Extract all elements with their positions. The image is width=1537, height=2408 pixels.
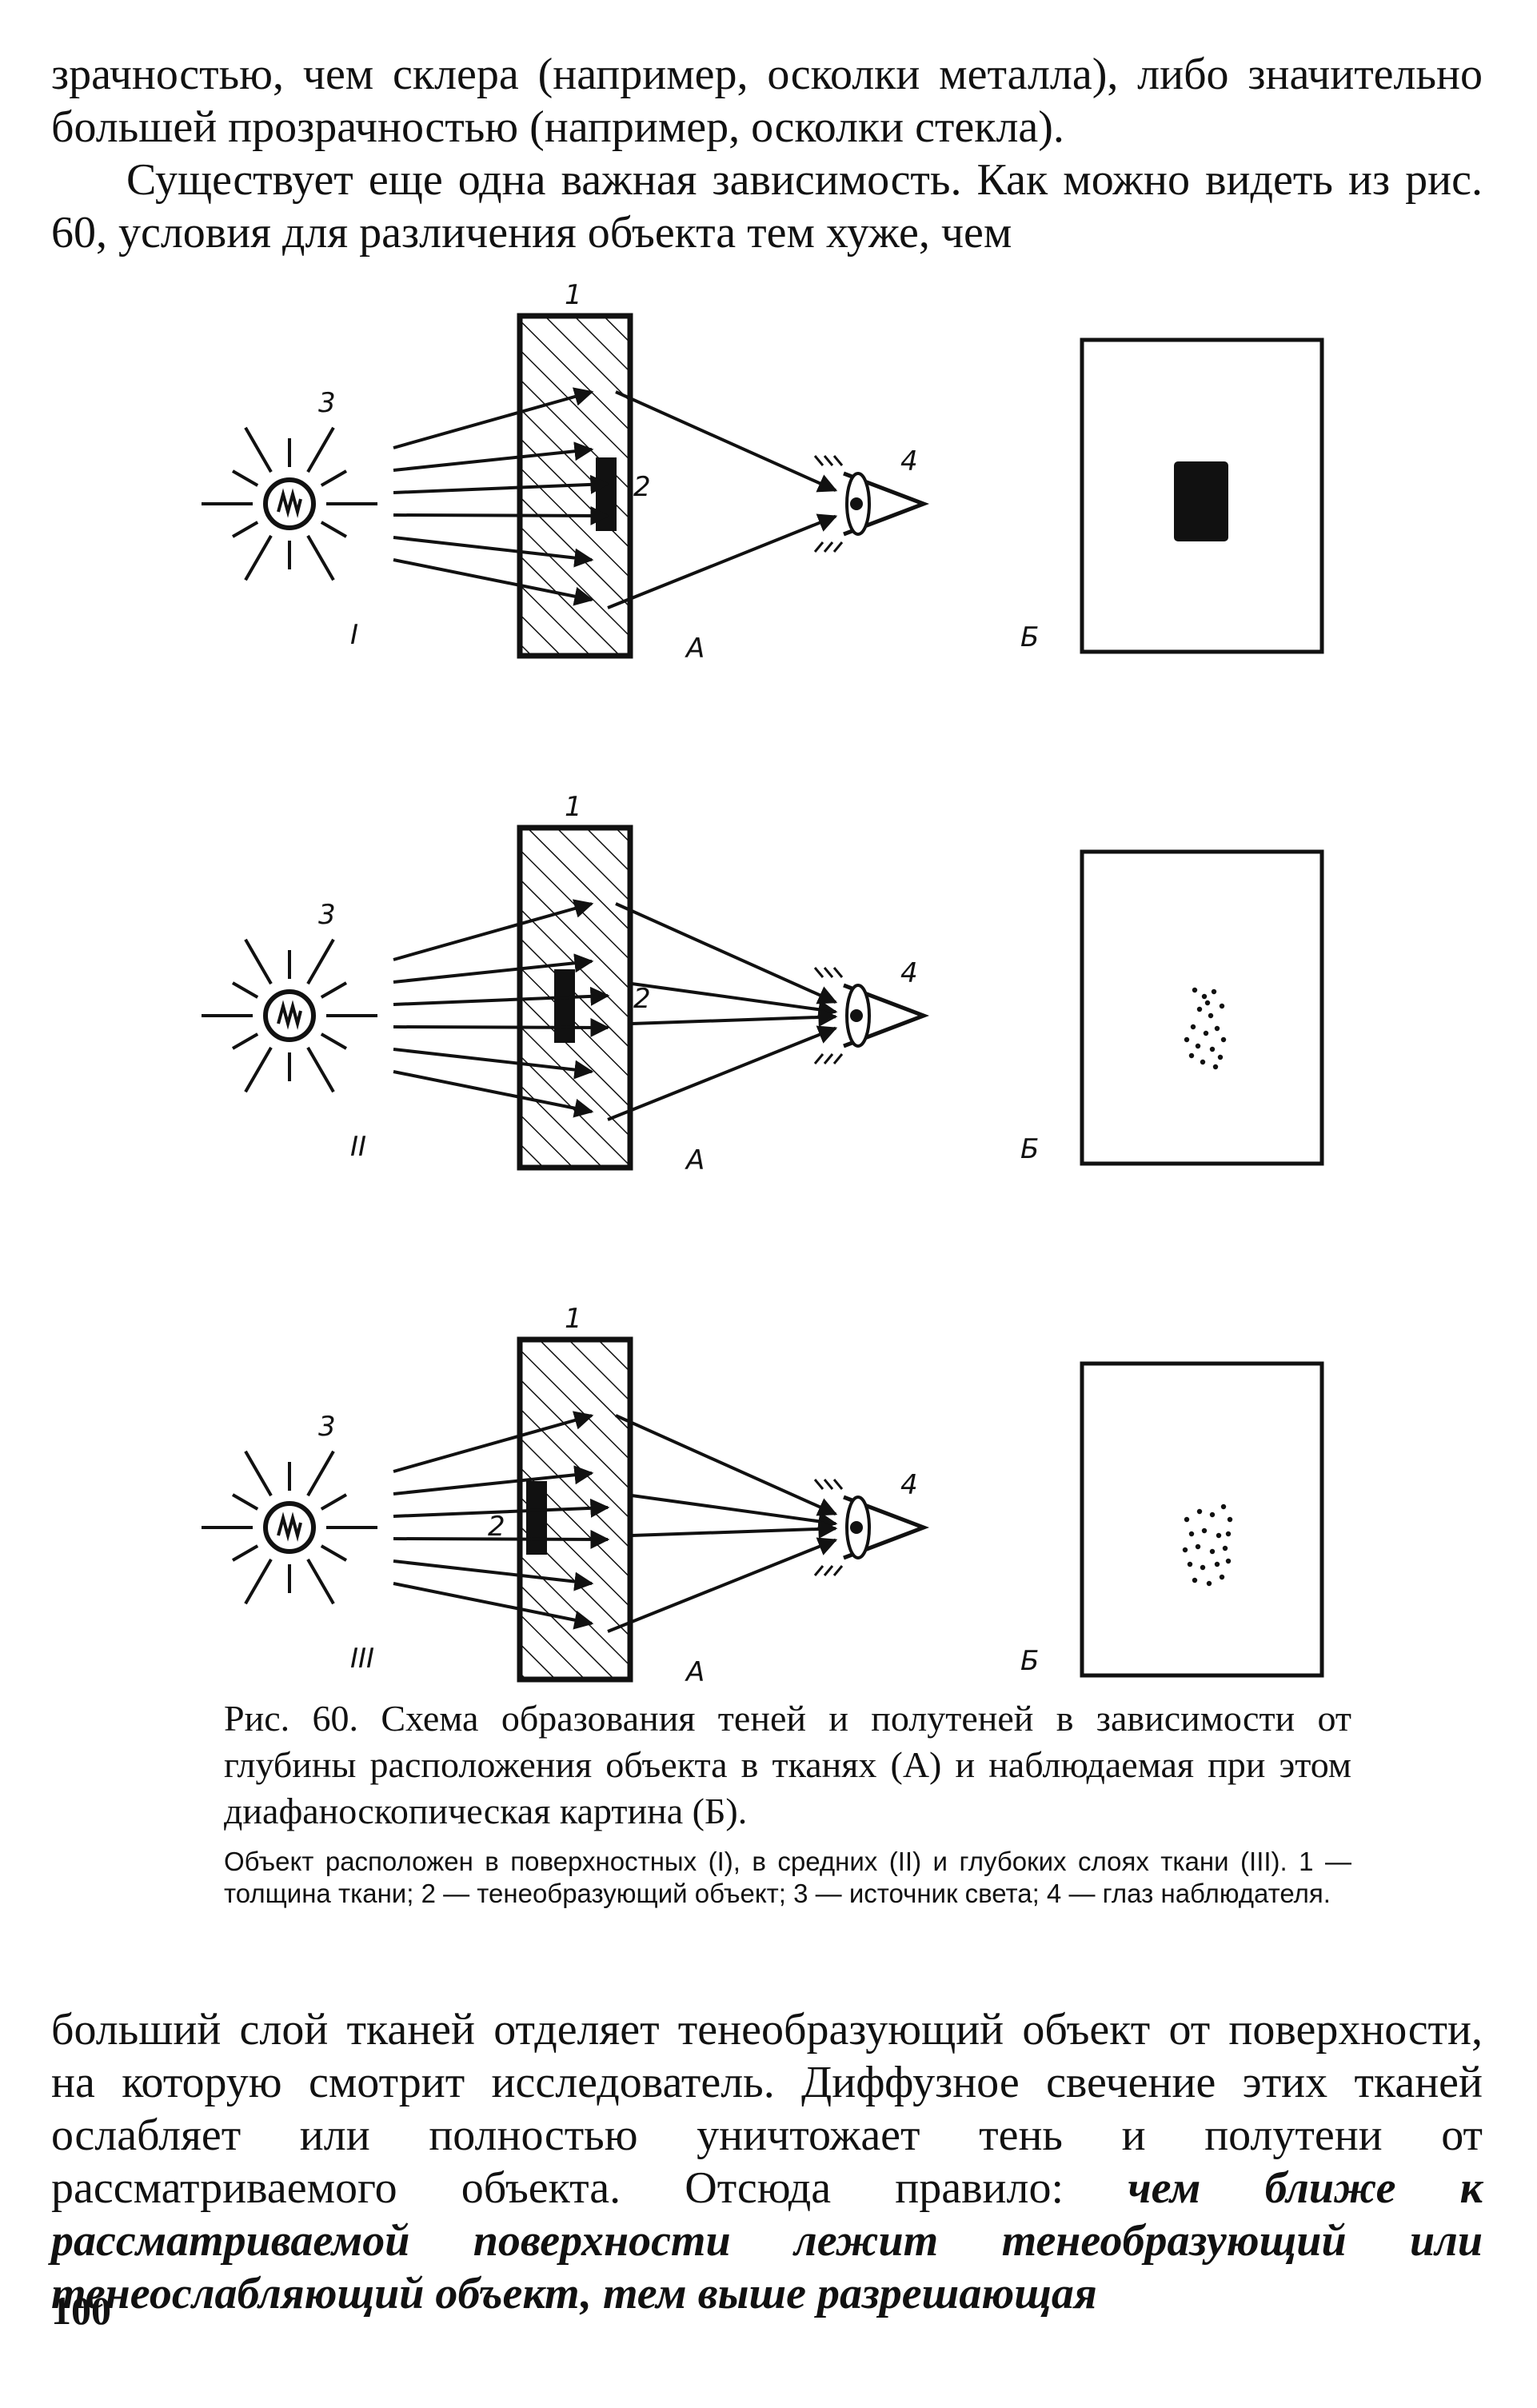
label-source: 3	[318, 387, 336, 419]
shadow-object	[596, 457, 617, 531]
diaphanoscopy-screen	[1080, 1361, 1324, 1678]
diaphanoscopy-screen	[1080, 849, 1324, 1166]
label-object: 2	[633, 471, 651, 503]
figure-row-1: 1 3 2 4А Б I	[202, 279, 1324, 665]
light-ray	[393, 1017, 610, 1037]
label-row-roman: II	[350, 1131, 366, 1163]
light-ray	[393, 899, 594, 961]
paragraph-top-2: Существует еще одна важная зависимость. …	[51, 155, 1483, 258]
light-ray	[615, 390, 838, 493]
light-ray	[393, 536, 594, 568]
label-a: А	[685, 633, 705, 665]
light-ray	[393, 953, 594, 984]
light-ray	[393, 474, 610, 494]
light-ray	[615, 902, 838, 1004]
screen-penumbra	[1182, 1504, 1233, 1587]
figure-caption: Рис. 60. Схема образования теней и полут…	[224, 1695, 1351, 1910]
label-object: 2	[633, 983, 651, 1015]
caption-title: Рис. 60. Схема образования теней и полут…	[224, 1698, 1351, 1831]
light-source-icon	[202, 1450, 377, 1605]
shadow-object	[526, 1481, 547, 1555]
light-ray	[607, 1025, 838, 1121]
label-tissue: 1	[565, 279, 582, 311]
label-row-roman: I	[350, 619, 358, 651]
label-eye: 4	[900, 1469, 918, 1501]
screen-shadow	[1174, 461, 1228, 541]
figure-row-3: 1 3 2 4А Б III	[202, 1303, 1324, 1687]
label-b: Б	[1020, 1133, 1039, 1165]
label-a: А	[685, 1144, 705, 1176]
light-ray	[631, 982, 838, 1020]
label-b: Б	[1020, 621, 1039, 653]
caption-note: Объект расположен в поверхностных (I), в…	[224, 1847, 1351, 1908]
light-ray	[607, 1537, 838, 1633]
label-eye: 4	[900, 957, 918, 989]
eye-icon	[813, 967, 930, 1064]
label-object: 2	[488, 1511, 505, 1543]
rule-emphasis: чем ближе к рассматриваемой поверхности …	[51, 2163, 1483, 2318]
paragraph-top-1: зрачностью, чем склера (например, осколк…	[51, 50, 1483, 152]
light-ray	[393, 1070, 594, 1118]
label-b: Б	[1020, 1645, 1039, 1677]
light-ray	[393, 1411, 594, 1473]
light-ray	[393, 1048, 594, 1080]
label-a: А	[685, 1656, 705, 1687]
light-ray	[393, 1559, 594, 1591]
light-ray	[393, 505, 610, 525]
label-eye: 4	[900, 445, 918, 477]
label-source: 3	[318, 1411, 336, 1443]
light-ray	[393, 1582, 594, 1630]
label-source: 3	[318, 899, 336, 931]
light-ray	[393, 1498, 610, 1518]
figure-row-2: 1 3 2 4А Б II	[202, 791, 1324, 1176]
light-ray	[631, 1494, 838, 1531]
light-ray	[393, 558, 594, 606]
eye-icon	[813, 455, 930, 553]
light-ray	[393, 387, 594, 449]
label-tissue: 1	[565, 791, 582, 823]
light-source-icon	[202, 426, 377, 581]
page-number: 100	[51, 2288, 111, 2333]
light-ray	[393, 1465, 594, 1496]
light-ray	[615, 1414, 838, 1516]
light-ray	[393, 441, 594, 472]
screen-penumbra	[1184, 987, 1227, 1070]
paragraph-bottom: больший слой тканей отделяет тенеобразую…	[51, 2005, 1483, 2318]
light-ray	[607, 513, 838, 609]
light-ray	[393, 986, 610, 1006]
eye-icon	[813, 1479, 930, 1576]
label-tissue: 1	[565, 1303, 582, 1335]
label-row-roman: III	[350, 1643, 374, 1675]
light-ray	[631, 1519, 838, 1539]
light-ray	[631, 1007, 838, 1027]
shadow-object	[554, 969, 575, 1043]
light-source-icon	[202, 938, 377, 1093]
